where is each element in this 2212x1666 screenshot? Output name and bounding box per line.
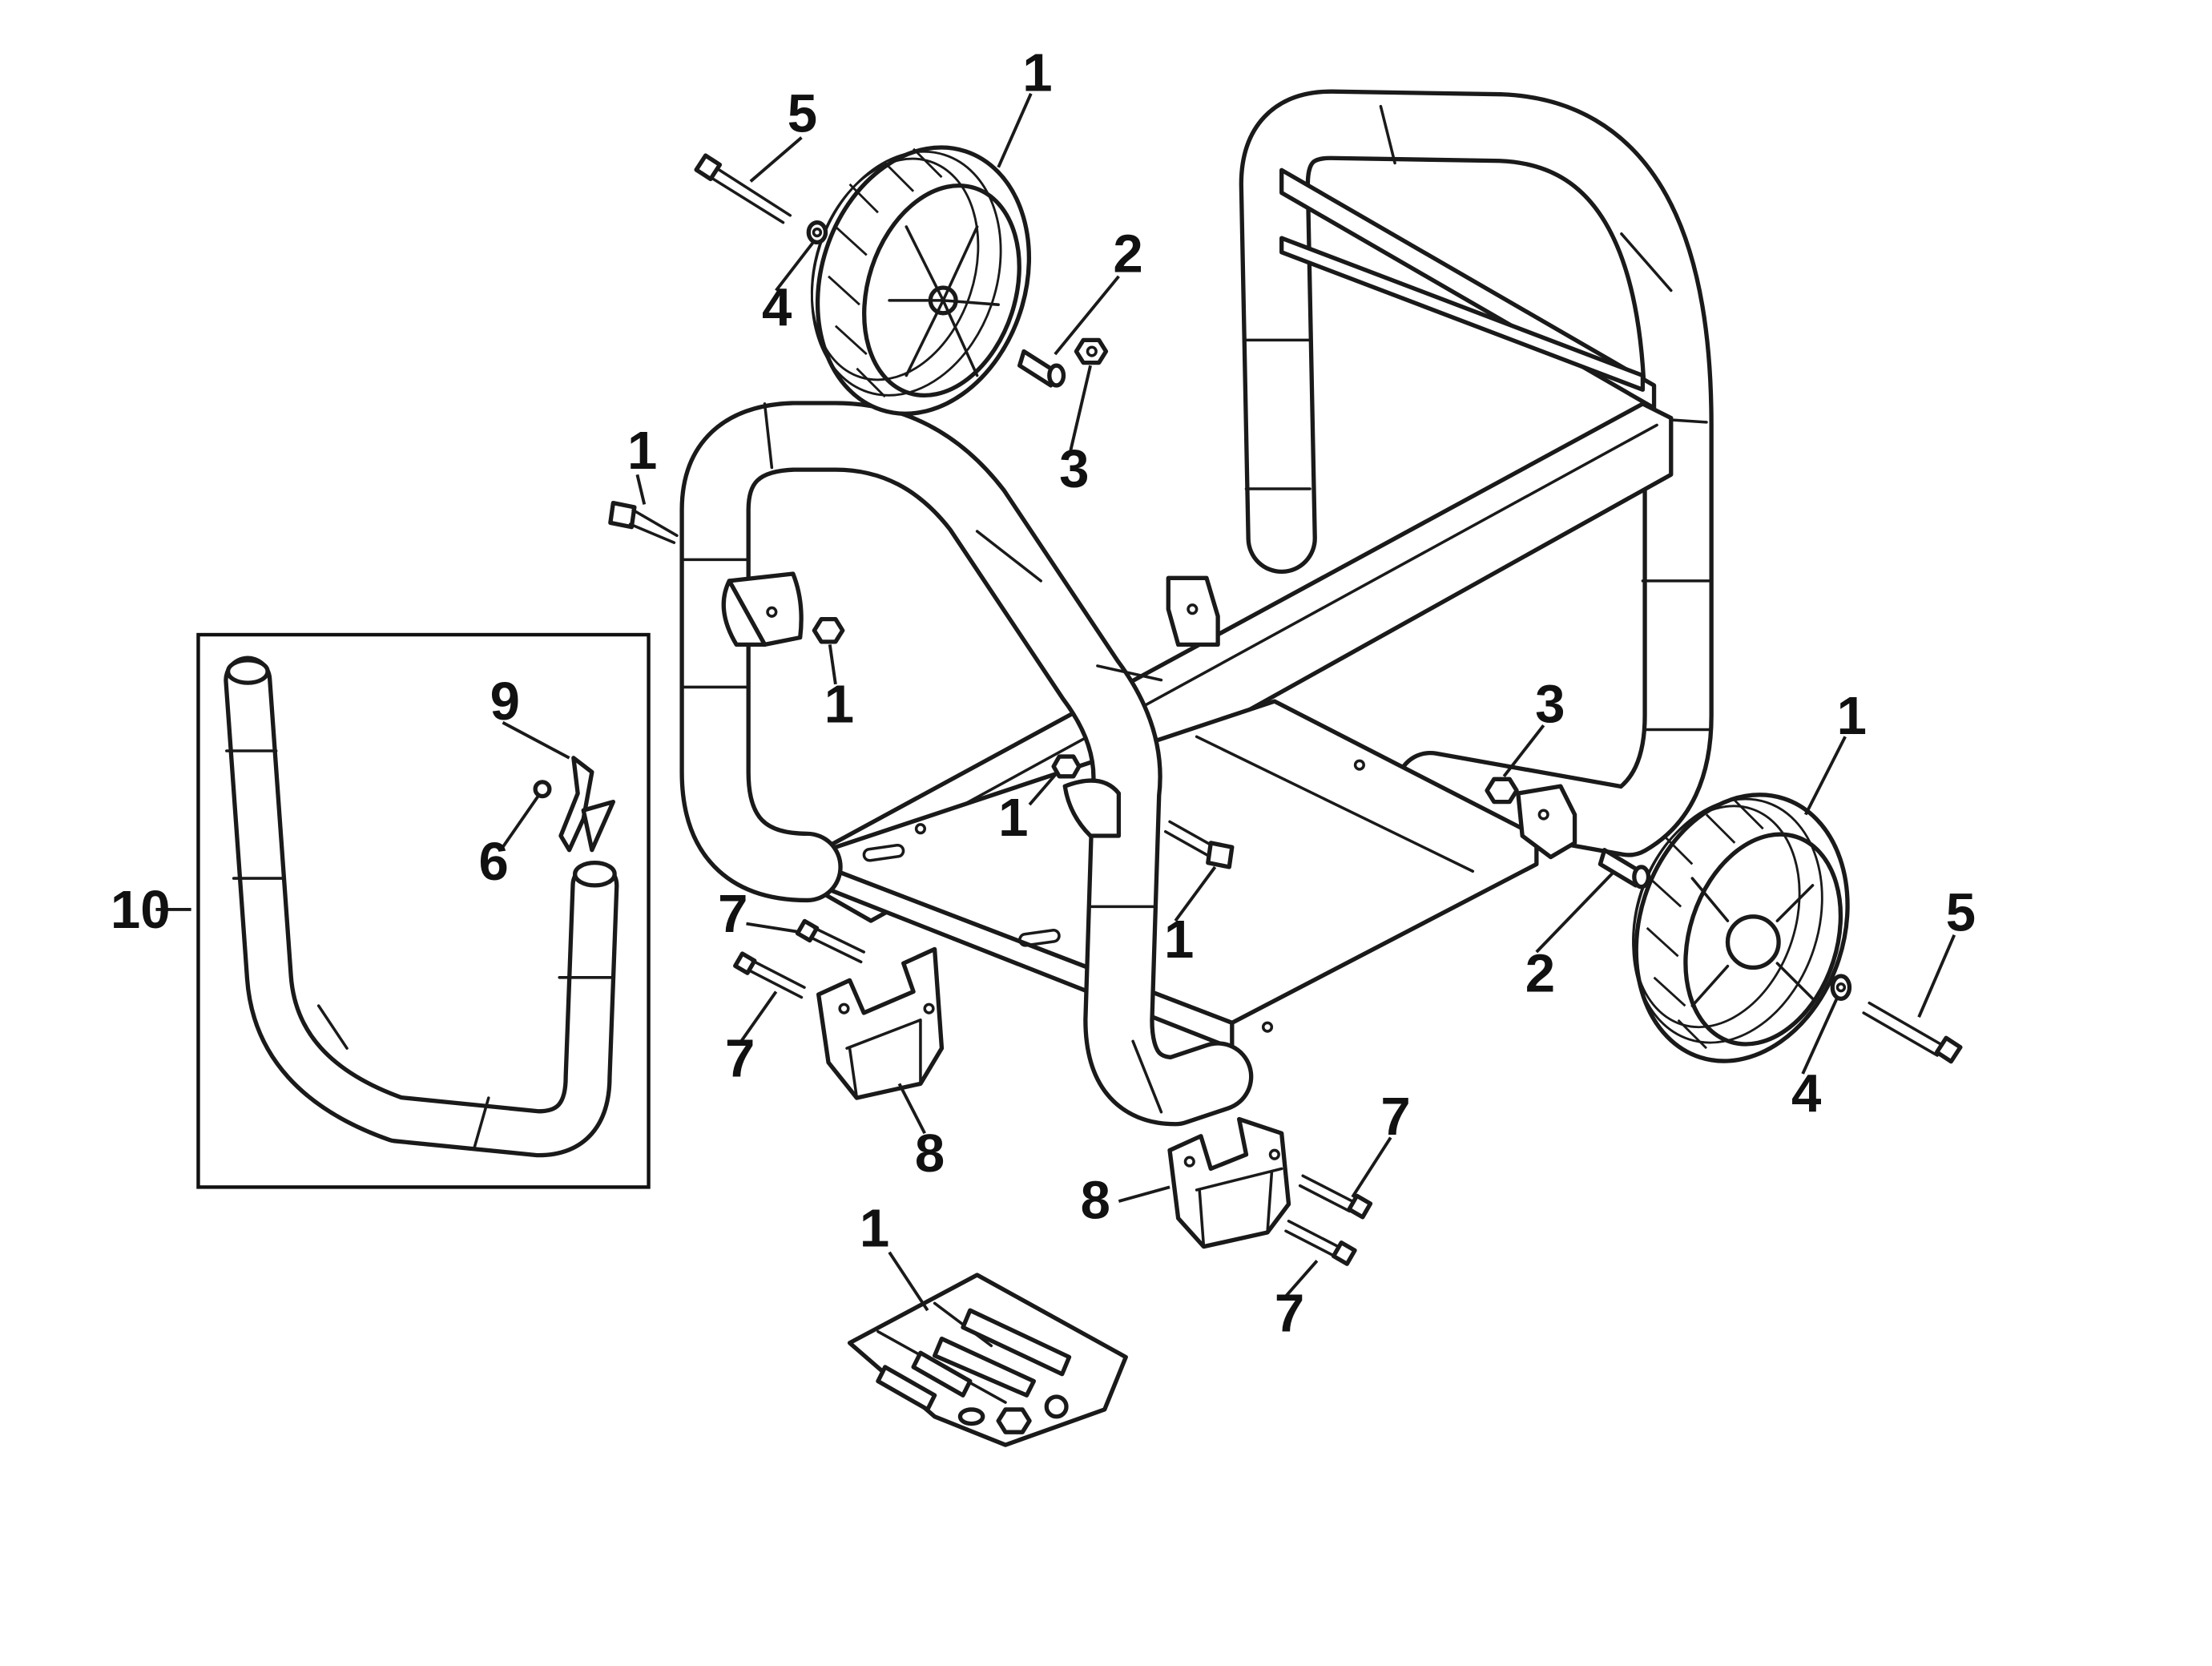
callout-5-right: 5 — [1946, 882, 1976, 942]
callout-1-bag: 1 — [860, 1199, 889, 1259]
axle-bolt-right — [1862, 1001, 1963, 1064]
callout-7-a: 7 — [718, 884, 747, 944]
callout-8-right: 8 — [1081, 1170, 1110, 1230]
bolt-7d — [1284, 1220, 1357, 1266]
hardware-bag — [847, 1273, 1128, 1447]
mount-bracket-center — [1062, 778, 1122, 838]
callout-1-top-wheel: 1 — [1022, 42, 1052, 103]
callout-7-b: 7 — [725, 1029, 755, 1089]
callout-1-mid-bolt: 1 — [1164, 910, 1194, 970]
callout-1-left-nut: 1 — [824, 675, 854, 735]
mount-bracket-right — [1516, 784, 1577, 860]
bolt-7b — [733, 951, 806, 999]
callout-1-mid-nut: 1 — [998, 788, 1028, 848]
callout-6: 6 — [478, 832, 508, 892]
nut-left — [812, 616, 845, 644]
nut-right — [1485, 777, 1519, 805]
rubber-foot-right — [1167, 1116, 1291, 1249]
callout-9: 9 — [490, 672, 520, 732]
mount-bracket-rear — [1166, 575, 1220, 647]
bolt-7a — [795, 918, 866, 964]
mount-bracket-front — [721, 571, 804, 647]
axle-bolt-top — [694, 153, 792, 224]
callout-7-d: 7 — [1275, 1284, 1304, 1344]
callout-labels: 1 5 4 2 3 1 1 9 6 10 3 1 1 1 7 7 8 2 5 4… — [111, 42, 1976, 1343]
rear-tube — [1239, 89, 1714, 857]
handle-kit-inset — [196, 632, 651, 1189]
callout-1-left-bolt: 1 — [627, 421, 657, 481]
callout-4-top: 4 — [762, 278, 792, 338]
nut-top — [1074, 337, 1109, 365]
callout-8-left: 8 — [915, 1123, 945, 1184]
shoulder-bolt-mid — [1163, 820, 1235, 869]
washer-top — [806, 220, 828, 245]
callout-2-right: 2 — [1525, 943, 1555, 1003]
callout-4-right: 4 — [1791, 1064, 1821, 1124]
front-tube — [679, 401, 1254, 1127]
bolt-7c — [1298, 1174, 1373, 1220]
wheel-right — [1632, 793, 1850, 1063]
callout-3-top: 3 — [1059, 439, 1089, 499]
callout-7-c: 7 — [1380, 1087, 1410, 1147]
callout-10: 10 — [111, 880, 171, 940]
callout-3-right: 3 — [1535, 675, 1565, 735]
main-frame — [679, 89, 1714, 1127]
spacer-right — [1598, 848, 1651, 889]
shoulder-bolt-left — [608, 500, 679, 544]
callout-2-top: 2 — [1113, 224, 1142, 284]
washer-right — [1830, 974, 1852, 1001]
wheel-top — [810, 145, 1032, 416]
leader-lines — [155, 93, 1956, 1312]
callout-1-right-wheel: 1 — [1837, 686, 1867, 746]
nut-mid — [1051, 754, 1082, 779]
callout-5-top: 5 — [788, 84, 817, 144]
spacer-top — [1017, 349, 1066, 388]
rubber-foot-left — [816, 946, 945, 1100]
